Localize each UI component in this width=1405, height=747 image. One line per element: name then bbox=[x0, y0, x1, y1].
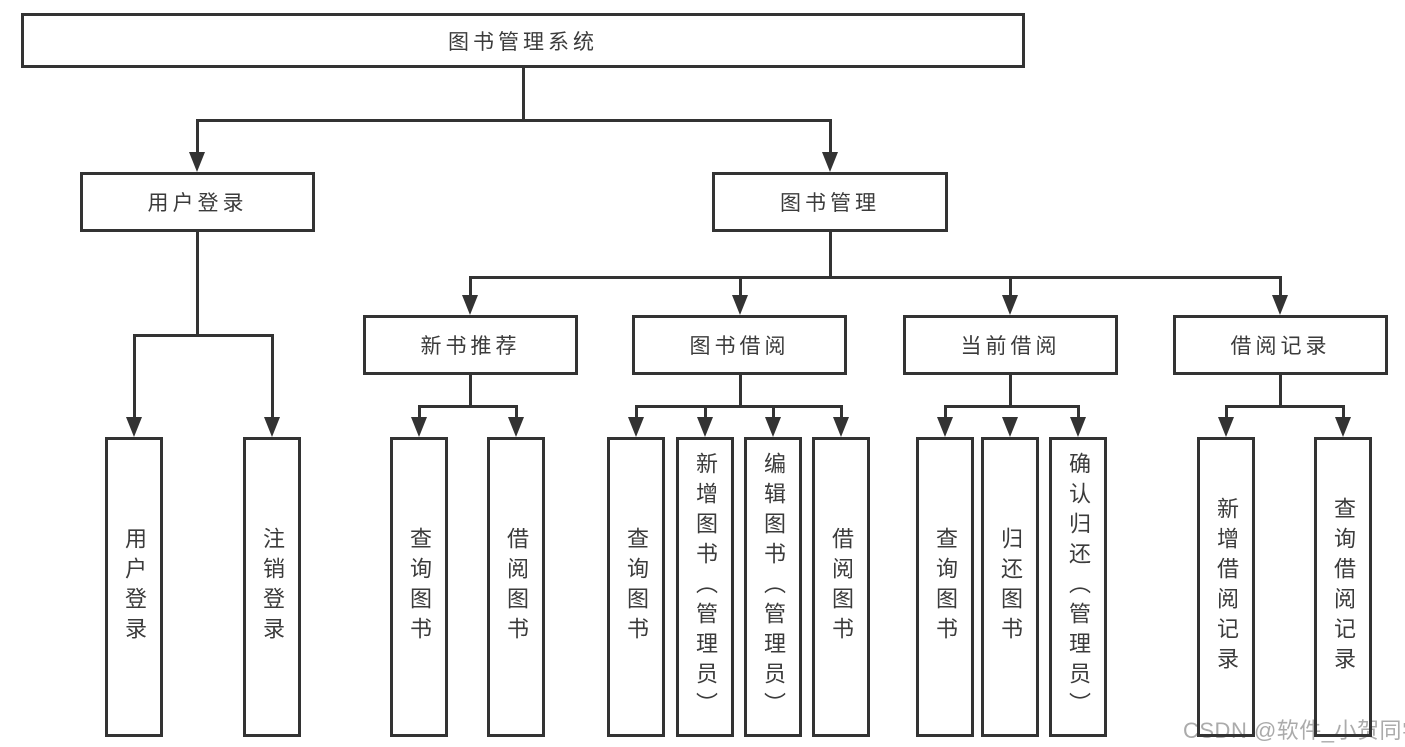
arrow-down-icon bbox=[1335, 417, 1351, 437]
connector-vline bbox=[132, 335, 136, 420]
arrow-down-icon bbox=[937, 417, 953, 437]
connector-vline bbox=[1076, 406, 1080, 420]
connector-vline bbox=[1278, 375, 1282, 407]
arrow-down-icon bbox=[411, 417, 427, 437]
leaf-rec-borrow-books: 借阅图书 bbox=[487, 437, 545, 737]
node-user-login: 用户登录 bbox=[80, 172, 315, 232]
arrow-down-icon bbox=[1002, 295, 1018, 315]
connector-vline bbox=[1224, 406, 1228, 420]
node-root: 图书管理系统 bbox=[21, 13, 1025, 68]
arrow-down-icon bbox=[822, 152, 838, 172]
leaf-user-login: 用户登录 bbox=[105, 437, 163, 737]
arrow-down-icon bbox=[628, 417, 644, 437]
leaf-bb-borrow-books: 借阅图书 bbox=[812, 437, 870, 737]
connector-vline bbox=[828, 232, 832, 279]
node-current-borrow: 当前借阅 bbox=[903, 315, 1118, 375]
connector-vline bbox=[514, 406, 518, 420]
node-borrow-record: 借阅记录 bbox=[1173, 315, 1388, 375]
arrow-down-icon bbox=[1002, 417, 1018, 437]
connector-vline bbox=[468, 277, 472, 298]
connector-vline bbox=[195, 120, 199, 155]
connector-hline bbox=[132, 333, 274, 337]
csdn-watermark: CSDN @软件_小贺同学 bbox=[1183, 718, 1405, 743]
node-new-book-recommend: 新书推荐 bbox=[363, 315, 578, 375]
leaf-br-query-record: 查询借阅记录 bbox=[1314, 437, 1372, 737]
node-book-management: 图书管理 bbox=[712, 172, 948, 232]
arrow-down-icon bbox=[697, 417, 713, 437]
arrow-down-icon bbox=[765, 417, 781, 437]
leaf-bb-query-books: 查询图书 bbox=[607, 437, 665, 737]
arrow-down-icon bbox=[732, 295, 748, 315]
leaf-br-add-record: 新增借阅记录 bbox=[1197, 437, 1255, 737]
connector-vline bbox=[195, 232, 199, 337]
leaf-bb-edit-books-admin: 编辑图书（管理员） bbox=[744, 437, 802, 737]
leaf-logout: 注销登录 bbox=[243, 437, 301, 737]
arrow-down-icon bbox=[1272, 295, 1288, 315]
connector-hline bbox=[468, 275, 1282, 279]
arrow-down-icon bbox=[1218, 417, 1234, 437]
connector-hline bbox=[195, 118, 832, 122]
connector-vline bbox=[468, 375, 472, 407]
connector-vline bbox=[703, 406, 707, 420]
connector-vline bbox=[1341, 406, 1345, 420]
arrow-down-icon bbox=[508, 417, 524, 437]
connector-vline bbox=[417, 406, 421, 420]
connector-vline bbox=[738, 375, 742, 407]
connector-vline bbox=[1008, 277, 1012, 298]
connector-hline bbox=[1224, 404, 1345, 408]
connector-vline bbox=[270, 335, 274, 420]
leaf-cb-confirm-return-admin: 确认归还（管理员） bbox=[1049, 437, 1107, 737]
arrow-down-icon bbox=[126, 417, 142, 437]
leaf-rec-query-books: 查询图书 bbox=[390, 437, 448, 737]
connector-vline bbox=[1008, 375, 1012, 407]
connector-vline bbox=[943, 406, 947, 420]
arrow-down-icon bbox=[462, 295, 478, 315]
arrow-down-icon bbox=[264, 417, 280, 437]
connector-hline bbox=[417, 404, 518, 408]
leaf-cb-return-books: 归还图书 bbox=[981, 437, 1039, 737]
connector-vline bbox=[1278, 277, 1282, 298]
arrow-down-icon bbox=[189, 152, 205, 172]
connector-vline bbox=[634, 406, 638, 420]
connector-vline bbox=[828, 120, 832, 155]
connector-hline bbox=[943, 404, 1080, 408]
connector-hline bbox=[634, 404, 843, 408]
node-book-borrow: 图书借阅 bbox=[632, 315, 847, 375]
leaf-bb-add-books-admin: 新增图书（管理员） bbox=[676, 437, 734, 737]
connector-vline bbox=[738, 277, 742, 298]
arrow-down-icon bbox=[833, 417, 849, 437]
arrow-down-icon bbox=[1070, 417, 1086, 437]
leaf-cb-query-books: 查询图书 bbox=[916, 437, 974, 737]
connector-vline bbox=[771, 406, 775, 420]
connector-vline bbox=[839, 406, 843, 420]
connector-vline bbox=[521, 68, 525, 121]
